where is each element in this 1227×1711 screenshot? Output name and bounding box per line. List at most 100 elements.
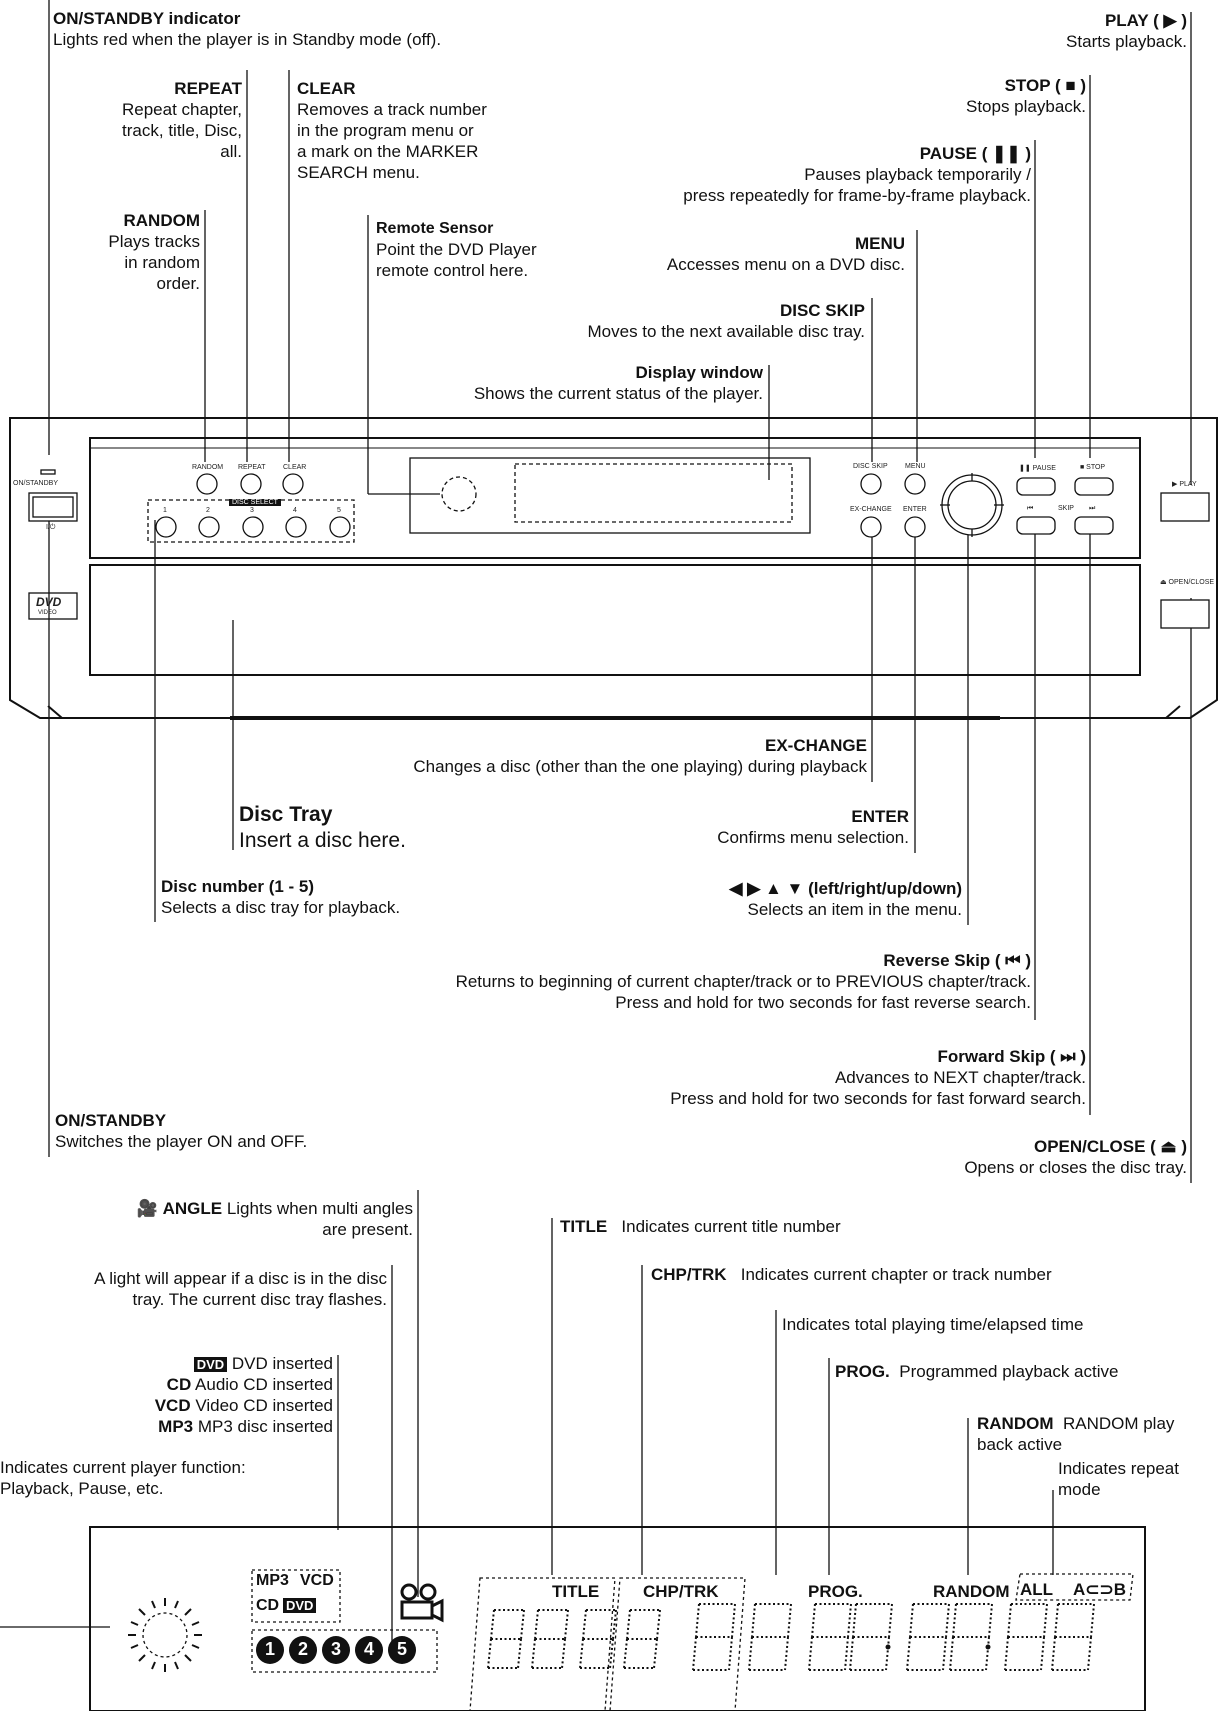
time-text: Indicates total playing time/elapsed tim… bbox=[782, 1315, 1084, 1334]
clear-line: SEARCH menu. bbox=[297, 163, 420, 182]
panel-skip-rev-label: ⏮ bbox=[1027, 505, 1034, 512]
digit-segment bbox=[520, 1609, 525, 1640]
display-window-title: Display window bbox=[635, 363, 763, 382]
annotation-pause: PAUSE ( ❚❚ ) Pauses playback temporarily… bbox=[683, 143, 1031, 206]
remote-sensor-title: Remote Sensor bbox=[376, 220, 494, 237]
panel-skip-label: SKIP bbox=[1058, 505, 1074, 512]
display-disc-4: 4 bbox=[364, 1639, 375, 1659]
annotation-chp-trk: CHP/TRK Indicates current chapter or tra… bbox=[651, 1264, 1052, 1285]
disc-tray-text: Insert a disc here. bbox=[239, 829, 406, 852]
annotation-random-display: RANDOM RANDOM play back active bbox=[977, 1413, 1174, 1455]
digit-segment bbox=[1007, 1603, 1012, 1638]
angle-text-2: are present. bbox=[322, 1220, 413, 1239]
digit-segment bbox=[784, 1636, 789, 1671]
ex-change-text: Changes a disc (other than the one playi… bbox=[413, 757, 867, 776]
random-title: RANDOM bbox=[123, 211, 201, 230]
disc-type-dvd: DVD DVD inserted bbox=[155, 1353, 333, 1374]
digit-segment bbox=[847, 1603, 852, 1638]
panel-on-standby-label: ON/STANDBY bbox=[13, 480, 58, 487]
panel-disc-2: 2 bbox=[206, 507, 210, 514]
play-text: Starts playback. bbox=[1066, 32, 1187, 51]
on-standby-title: ON/STANDBY bbox=[55, 1111, 167, 1130]
display-chp-trk: CHP/TRK bbox=[643, 1582, 719, 1601]
panel-skip-fwd-label: ⏭ bbox=[1089, 505, 1096, 512]
digit-segment bbox=[517, 1638, 522, 1669]
digit-segment bbox=[852, 1603, 857, 1638]
digit-segment bbox=[849, 1636, 854, 1671]
digit-segment bbox=[888, 1603, 893, 1638]
disc-type-text: MP3 disc inserted bbox=[197, 1417, 333, 1436]
panel-disc-4: 4 bbox=[293, 507, 297, 514]
digit-segment bbox=[490, 1609, 495, 1640]
disc-type-text: Audio CD inserted bbox=[195, 1375, 333, 1394]
annotation-disc-light: A light will appear if a disc is in the … bbox=[94, 1268, 387, 1310]
open-close-text: Opens or closes the disc tray. bbox=[964, 1158, 1187, 1177]
enter-title: ENTER bbox=[851, 807, 909, 826]
digit-segment bbox=[653, 1638, 658, 1669]
panel-power-mark: I/⏻ bbox=[46, 524, 56, 531]
chp-trk-text: Indicates current chapter or track numbe… bbox=[740, 1265, 1052, 1284]
annotation-forward-skip: Forward Skip ( ⏭ ) Advances to NEXT chap… bbox=[670, 1046, 1086, 1109]
seven-segment-digits bbox=[487, 1603, 1095, 1671]
disc-type-label: VCD bbox=[154, 1396, 191, 1415]
on-standby-indicator-text: Lights red when the player is in Standby… bbox=[53, 30, 442, 49]
menu-text: Accesses menu on a DVD disc. bbox=[666, 255, 905, 274]
display-ab: A⊂⊃B bbox=[1073, 1580, 1127, 1599]
pause-title: PAUSE ( ❚❚ ) bbox=[919, 144, 1031, 163]
dvd-logo: DVD bbox=[36, 595, 62, 609]
annotation-enter: ENTER Confirms menu selection. bbox=[717, 806, 909, 848]
annotation-ex-change: EX-CHANGE Changes a disc (other than the… bbox=[413, 735, 867, 777]
annotation-random: RANDOM Plays tracks in random order. bbox=[108, 210, 200, 294]
digit-segment bbox=[656, 1609, 661, 1640]
panel-open-close-label: ⏏ OPEN/CLOSE bbox=[1160, 579, 1215, 586]
disc-type-mp3: MP3 MP3 disc inserted bbox=[155, 1416, 333, 1437]
chp-trk-label: CHP/TRK bbox=[651, 1265, 727, 1284]
display-random: RANDOM bbox=[933, 1582, 1010, 1601]
disc-tray-title: Disc Tray bbox=[239, 803, 333, 826]
display-all: ALL bbox=[1020, 1580, 1054, 1599]
digit-segment bbox=[582, 1609, 587, 1640]
display-disc-3: 3 bbox=[331, 1639, 342, 1659]
disc-type-label: MP3 bbox=[158, 1417, 194, 1436]
display-disc-5: 5 bbox=[397, 1639, 408, 1659]
stop-title: STOP ( ■ ) bbox=[1004, 76, 1086, 95]
digit-segment bbox=[612, 1609, 617, 1640]
digit-segment bbox=[692, 1636, 697, 1671]
digit-segment bbox=[534, 1609, 539, 1640]
reverse-skip-title: Reverse Skip ( ⏮ ) bbox=[883, 951, 1031, 970]
on-standby-indicator-title: ON/STANDBY indicator bbox=[53, 9, 241, 28]
angle-camera-mini-icon: 🎥 bbox=[136, 1199, 158, 1218]
digit-segment bbox=[844, 1636, 849, 1671]
panel-random-label: RANDOM bbox=[192, 464, 224, 471]
title-label: TITLE bbox=[560, 1217, 608, 1236]
display-dvd: DVD bbox=[283, 1597, 317, 1613]
disc-type-label: CD bbox=[166, 1375, 192, 1394]
digit-segment bbox=[1054, 1603, 1059, 1638]
digit-segment bbox=[1043, 1603, 1048, 1638]
digit-segment bbox=[906, 1636, 911, 1671]
annotation-play: PLAY ( ▶ ) Starts playback. bbox=[1066, 10, 1187, 52]
panel-play-label: ▶ PLAY bbox=[1172, 481, 1197, 488]
digit-segment bbox=[787, 1603, 792, 1638]
digit-segment bbox=[952, 1603, 957, 1638]
display-vcd: VCD bbox=[300, 1572, 334, 1589]
random-display-label: RANDOM bbox=[977, 1414, 1054, 1433]
pause-line: Pauses playback temporarily / bbox=[804, 165, 1031, 184]
panel-repeat-label: REPEAT bbox=[238, 464, 266, 471]
panel-stop-label: ■ STOP bbox=[1080, 464, 1106, 471]
annotation-menu: MENU Accesses menu on a DVD disc. bbox=[667, 233, 905, 275]
time-colons bbox=[885, 1644, 991, 1650]
sun-rays bbox=[128, 1598, 202, 1672]
digit-segment bbox=[885, 1636, 890, 1671]
digit-segment bbox=[942, 1636, 947, 1671]
repeat-line: Repeat chapter, bbox=[121, 100, 242, 119]
annotation-prog: PROG. Programmed playback active bbox=[835, 1361, 1118, 1382]
panel-disc-5: 5 bbox=[337, 507, 341, 514]
annotation-disc-skip: DISC SKIP Moves to the next available di… bbox=[588, 300, 866, 342]
digit-segment bbox=[748, 1636, 753, 1671]
title-line: TITLE Indicates current title number bbox=[560, 1216, 841, 1237]
annotation-angle: 🎥 ANGLE Lights when multi angles are pre… bbox=[137, 1198, 413, 1240]
disc-type-text: Video CD inserted bbox=[195, 1396, 333, 1415]
disc-skip-text: Moves to the next available disc tray. bbox=[587, 322, 866, 341]
display-dvd-badge: DVD bbox=[283, 1598, 317, 1613]
